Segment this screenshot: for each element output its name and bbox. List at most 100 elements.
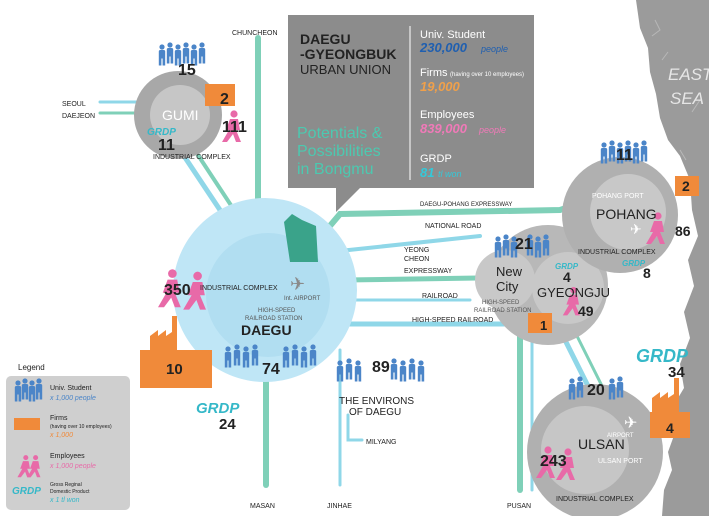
infobox-title-1: DAEGU — [300, 31, 351, 47]
legend-employee-label: Employees — [50, 453, 85, 460]
ulsan-airport-icon: ✈ — [624, 415, 637, 432]
road-milyang — [346, 413, 364, 442]
gyeongju-employees-value: 49 — [578, 303, 594, 319]
route-masan: MASAN — [250, 503, 275, 510]
environs-name-2: OF DAEGU — [349, 407, 401, 418]
gumi-industrial-label: INDUSTRIAL COMPLEX — [153, 154, 231, 161]
newcity-name-1: New — [496, 264, 523, 279]
gumi-city-name: GUMI — [162, 107, 199, 123]
pohang-employees-value: 86 — [675, 223, 691, 239]
legend-grdp-unit: x 1 tl won — [49, 497, 80, 504]
route-daejeon: DAEJEON — [62, 113, 95, 120]
pohang-students-value: 11 — [616, 147, 633, 164]
daegu-industrial-label: INDUSTRIAL COMPLEX — [200, 285, 278, 292]
infobox-students-unit: people — [480, 44, 508, 54]
expressway — [342, 275, 481, 283]
pohang-grdp-value: 8 — [643, 265, 651, 281]
ulsan-airport-label: AIRPORT — [607, 433, 634, 439]
gumi-factory-icon — [205, 84, 235, 106]
newcity-station-1: HIGH-SPEED — [482, 300, 520, 306]
infobox-panel — [288, 15, 534, 212]
daegu-firms-value: 10 — [166, 361, 183, 378]
route-expressway: EXPRESSWAY — [404, 268, 453, 275]
route-railroad: RAILROAD — [422, 293, 458, 300]
ulsan-grdp-value: 34 — [668, 364, 685, 381]
infobox-grdp-unit: tl won — [438, 169, 462, 179]
gyeongju-firms-value: 1 — [540, 318, 547, 333]
ulsan-students-value: 20 — [587, 382, 605, 399]
daegu-station-label-2: RAILROAD STATION — [245, 316, 302, 322]
daegu-grdp-label: GRDP — [196, 400, 240, 417]
ulsan-firms-value: 4 — [666, 420, 674, 436]
legend-title: Legend — [18, 363, 45, 372]
newcity-station-2: RAILROAD STATION — [474, 308, 531, 314]
gumi-grdp-label: GRDP — [147, 127, 176, 138]
environs-students-value: 89 — [372, 359, 390, 376]
pohang-port-label: POHANG PORT — [592, 193, 644, 200]
daegu-employees-value: 350 — [164, 282, 191, 299]
infobox-students-label: Univ. Student — [420, 29, 485, 41]
daegu-core — [206, 233, 330, 357]
route-milyang: MILYANG — [366, 439, 396, 446]
legend-student-unit: x 1,000 people — [49, 395, 96, 402]
infobox-firms-note: (having over 10 employees) — [450, 72, 524, 78]
infobox-subtitle-3: in Bongmu — [297, 161, 374, 178]
sea-label-2: SEA — [670, 89, 704, 108]
daegu-city-name: DAEGU — [241, 322, 292, 338]
infobox-title-2: -GYEONGBUK — [300, 46, 396, 62]
daegu-students-value: 74 — [262, 361, 280, 378]
pohang-firms-value: 2 — [682, 178, 690, 194]
pohang-grdp-label: GRDP — [622, 259, 646, 268]
gumi-core — [150, 85, 210, 145]
pohang-industrial-label: INDUSTRIAL COMPLEX — [578, 249, 656, 256]
legend-grdp-line1: Gross Reginal — [50, 482, 82, 488]
pohang-factory-icon — [675, 176, 699, 196]
infobox-subtitle-1: Potentials & — [297, 125, 383, 142]
route-seoul: SEOUL — [62, 101, 86, 108]
coast-detail — [651, 19, 701, 161]
route-yeongcheon-2: CHEON — [404, 256, 429, 263]
legend-student-label: Univ. Student — [50, 385, 92, 392]
gumi-employees-value: 111 — [222, 119, 247, 136]
ulsan-port-label: ULSAN PORT — [598, 458, 643, 465]
legend-grdp-line2: Domestic Product — [50, 489, 90, 495]
daegu-station-label-1: HIGH-SPEED — [258, 308, 296, 314]
infobox-grdp-value: 81 — [420, 165, 434, 180]
legend-employee-unit: x 1,000 people — [49, 463, 96, 470]
ulsan-factory-icon — [650, 378, 690, 438]
gumi-grdp-value: 11 — [158, 137, 175, 154]
route-yeongcheon-1: YEONG — [404, 247, 429, 254]
newcity-core — [475, 250, 535, 310]
environs-name-1: THE ENVIRONS — [339, 396, 414, 407]
gyeongju-core — [532, 252, 604, 324]
daegu-factory-icon — [140, 316, 212, 388]
ulsan-grdp-label: GRDP — [636, 346, 689, 366]
daegu-airport-icon: ✈ — [290, 274, 305, 294]
national-road — [328, 234, 482, 254]
daegu-airport-label: Int. AIRPORT — [284, 296, 321, 302]
daegu-grdp-value: 24 — [219, 416, 236, 433]
legend-firm-unit: x 1,000 — [49, 432, 73, 439]
infobox-employees-label: Employees — [420, 109, 475, 121]
route-chuncheon: CHUNCHEON — [232, 30, 278, 37]
infobox-employees-unit: people — [478, 125, 506, 135]
ulsan-employees-value: 243 — [540, 453, 567, 470]
pohang-city-name: POHANG — [596, 206, 657, 222]
gyeongju-grdp-label: GRDP — [555, 262, 579, 271]
infobox-firms-value: 19,000 — [420, 79, 461, 94]
infobox-grdp-label: GRDP — [420, 153, 452, 165]
newcity-students-value: 21 — [515, 236, 533, 253]
infobox-firms-label: Firms — [420, 67, 448, 79]
route-jinhae: JINHAE — [327, 503, 352, 510]
legend-firm-label: Firms — [50, 415, 68, 422]
pohang-airport-icon: ✈ — [630, 221, 642, 237]
ulsan-industrial-label: INDUSTRIAL COMPLEX — [556, 496, 634, 503]
route-daegu-pohang-expressway: DAEGU-POHANG EXPRESSWAY — [420, 202, 512, 208]
ulsan-city-name: ULSAN — [578, 436, 625, 452]
legend-grdp-symbol: GRDP — [12, 486, 41, 497]
infobox-students-value: 230,000 — [419, 40, 468, 55]
route-pusan: PUSAN — [507, 503, 531, 510]
east-coast-land — [636, 0, 709, 516]
gyeongju-grdp-value: 4 — [563, 269, 571, 285]
